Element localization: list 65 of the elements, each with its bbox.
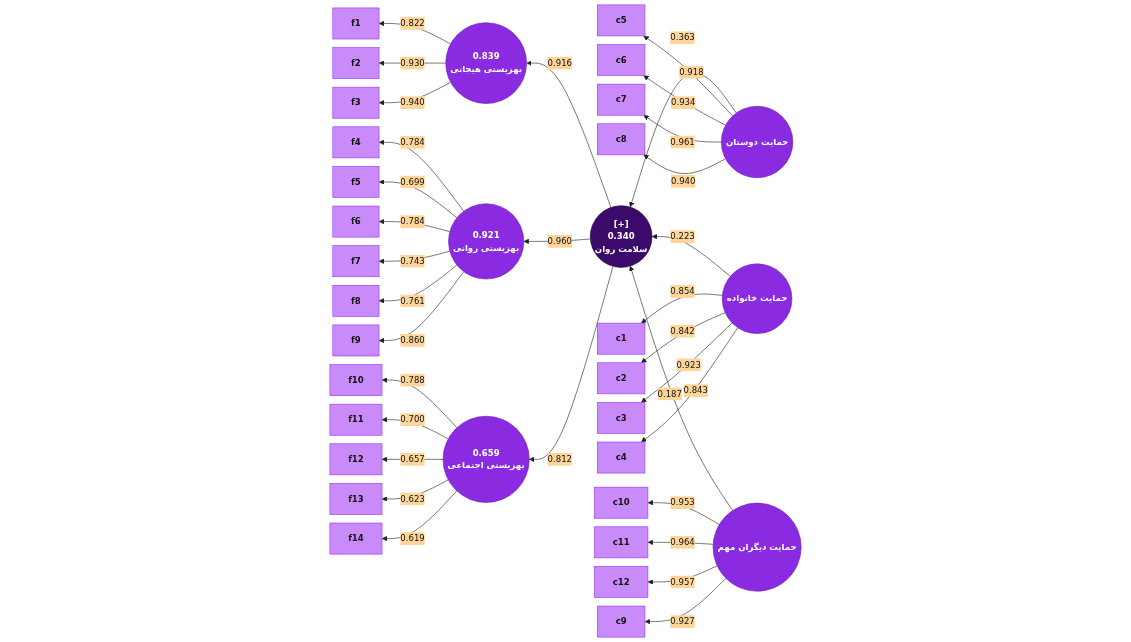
edge-label: 0.918: [679, 66, 704, 77]
node-box: [597, 4, 646, 37]
node-circle: [721, 263, 793, 334]
node-box: [594, 566, 649, 598]
node-circle: [712, 502, 802, 592]
node-box: [597, 441, 646, 474]
edge-label: 0.784: [400, 137, 425, 147]
node-box: [329, 364, 383, 396]
edge-label: 0.923: [676, 359, 701, 370]
edge-label: 0.960: [547, 236, 572, 246]
node-box: [332, 7, 380, 40]
edge-label: 0.788: [400, 374, 425, 385]
edge-label: 0.223: [670, 231, 695, 242]
edge-label: 0.860: [400, 335, 425, 346]
edge-label: 0.927: [670, 616, 695, 627]
edge-label: 0.363: [670, 32, 695, 43]
edge-label: 0.964: [670, 537, 695, 547]
edge-label: 0.822: [400, 18, 425, 29]
edge-label: 0.657: [400, 454, 425, 464]
edge-label: 0.761: [400, 295, 425, 306]
node-box: [597, 44, 646, 76]
edge-label: 0.934: [670, 97, 696, 108]
edge-label: 0.916: [547, 57, 572, 68]
node-circle: [721, 105, 794, 179]
node-box: [597, 83, 646, 116]
node-circle: [448, 203, 525, 280]
node-box: [329, 403, 383, 436]
edge-label: 0.187: [657, 388, 682, 399]
edge-label: 0.957: [670, 576, 695, 587]
node-box: [594, 526, 649, 559]
node-circle: [442, 415, 530, 503]
node-circle: [590, 205, 653, 268]
edge-label: 0.940: [670, 176, 696, 186]
node-box: [332, 166, 380, 198]
node-box: [329, 522, 383, 555]
node-box: [332, 245, 380, 278]
node-box: [597, 605, 646, 638]
edge-label: 0.812: [547, 454, 572, 464]
edge-label: 0.843: [683, 385, 708, 396]
edge-label: 0.743: [400, 256, 425, 266]
node-box: [332, 205, 380, 238]
edge-label: 0.930: [400, 57, 425, 68]
node-box: [332, 86, 380, 119]
edge-label: 0.784: [400, 216, 425, 227]
node-box: [332, 324, 380, 357]
edge-label: 0.699: [400, 176, 425, 187]
edge-label: 0.842: [670, 325, 695, 336]
node-box: [332, 285, 380, 317]
edge-label: 0.953: [670, 497, 695, 508]
node-box: [597, 362, 646, 395]
node-box: [597, 402, 646, 434]
node-box: [332, 47, 380, 79]
node-box: [332, 126, 380, 159]
node-box: [329, 483, 383, 515]
node-box: [597, 322, 646, 355]
node-box: [597, 123, 646, 156]
node-box: [329, 443, 383, 476]
edge-label: 0.619: [400, 533, 425, 544]
edge-label: 0.700: [400, 414, 425, 425]
edge-label: 0.854: [670, 286, 695, 297]
edge-label: 0.623: [400, 493, 425, 504]
edge-label: 0.961: [670, 136, 695, 147]
edge-label: 0.940: [400, 97, 425, 108]
node-circle: [445, 22, 527, 104]
node-box: [594, 486, 649, 519]
